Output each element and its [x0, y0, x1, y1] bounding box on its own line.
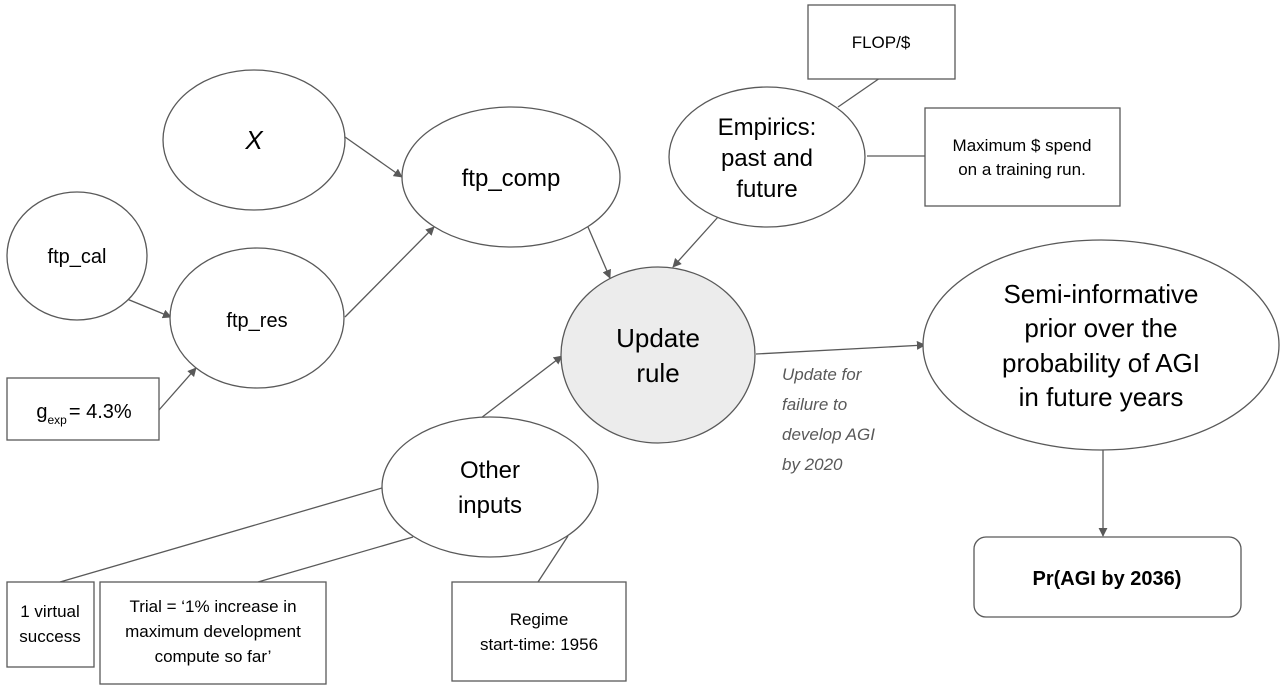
node-prior-label-line-3: probability of AGI — [1002, 348, 1200, 378]
node-other-inputs-label-line-2: inputs — [458, 492, 522, 519]
node-prior-label-line-4: in future years — [1019, 382, 1184, 412]
node-ftp-comp[interactable]: ftp_comp — [401, 106, 621, 248]
node-max-spend-label-line-2: on a training run. — [958, 160, 1086, 179]
edge-flop-to-empirics — [837, 77, 881, 108]
node-trial-label-line-1: Trial = ‘1% increase in — [129, 597, 296, 616]
g-exp-subscript: exp — [47, 413, 67, 427]
edge-ftp-res-to-ftp-comp — [344, 226, 435, 318]
node-empirics-label-line-1: Empirics: — [718, 114, 817, 141]
edge-regime-to-other-inputs — [537, 535, 569, 583]
g-exp-base: g — [36, 401, 47, 423]
edge-virtual-success-to-other-inputs — [59, 487, 383, 583]
node-update-rule[interactable]: Update rule — [560, 266, 756, 444]
node-ftp-cal[interactable]: ftp_cal — [6, 191, 148, 321]
node-other-inputs[interactable]: Other inputs — [381, 416, 599, 558]
node-empirics-label-line-2: past and — [721, 145, 813, 172]
node-prior-label-line-2: prior over the — [1024, 313, 1177, 343]
node-g-exp[interactable]: gexp= 4.3% — [6, 377, 160, 441]
edge-update-rule-to-prior — [755, 340, 926, 355]
edges — [59, 77, 1108, 583]
edge-empirics-to-update-rule — [672, 216, 719, 268]
annotation-line-1: Update for — [782, 365, 863, 384]
annotation-line-2: failure to — [782, 395, 847, 414]
node-max-spend[interactable]: Maximum $ spend on a training run. — [924, 107, 1121, 207]
edge-annotation-update-for-failure: Update for failure to develop AGI by 202… — [782, 365, 875, 474]
node-other-inputs-label-line-1: Other — [460, 457, 520, 484]
edge-trial-to-other-inputs — [257, 536, 414, 583]
node-ftp-comp-label: ftp_comp — [462, 165, 561, 192]
node-x[interactable]: X — [162, 69, 346, 211]
node-ftp-res[interactable]: ftp_res — [169, 247, 345, 389]
node-g-exp-label: gexp= 4.3% — [36, 401, 132, 427]
node-virtual-success-label-line-2: success — [19, 627, 80, 646]
node-max-spend-label-line-1: Maximum $ spend — [953, 136, 1092, 155]
node-regime-start[interactable]: Regime start-time: 1956 — [451, 581, 627, 682]
node-empirics-label-line-3: future — [736, 176, 797, 203]
node-flop-per-dollar[interactable]: FLOP/$ — [807, 4, 956, 80]
edge-ftp-comp-to-update-rule — [587, 226, 611, 279]
node-ftp-res-label: ftp_res — [226, 310, 287, 332]
node-trial-label-line-2: maximum development — [125, 622, 301, 641]
node-update-rule-label-line-1: Update — [616, 323, 700, 353]
annotation-line-3: develop AGI — [782, 425, 875, 444]
node-update-rule-label-line-2: rule — [636, 358, 679, 388]
node-virtual-success-label-line-1: 1 virtual — [20, 602, 80, 621]
node-pr-agi[interactable]: Pr(AGI by 2036) — [973, 536, 1242, 618]
node-trial-label-line-3: compute so far’ — [155, 647, 272, 666]
edge-g-exp-to-ftp-res — [158, 367, 197, 411]
node-regime-label-line-1: Regime — [510, 610, 569, 629]
edge-x-to-ftp-comp — [344, 136, 403, 178]
node-x-label: X — [244, 125, 264, 155]
edge-ftp-cal-to-ftp-res — [126, 298, 172, 319]
edge-other-inputs-to-update-rule — [480, 355, 563, 419]
node-prior-label-line-1: Semi-informative — [1003, 279, 1198, 309]
node-semi-informative-prior[interactable]: Semi-informative prior over the probabil… — [922, 239, 1280, 451]
node-trial-definition[interactable]: Trial = ‘1% increase in maximum developm… — [99, 581, 327, 685]
node-flop-per-dollar-label: FLOP/$ — [852, 33, 911, 52]
annotation-line-4: by 2020 — [782, 455, 843, 474]
node-virtual-success[interactable]: 1 virtual success — [6, 581, 95, 668]
node-regime-label-line-2: start-time: 1956 — [480, 635, 598, 654]
node-ftp-cal-label: ftp_cal — [48, 246, 107, 268]
node-pr-agi-label: Pr(AGI by 2036) — [1033, 568, 1182, 590]
node-empirics[interactable]: Empirics: past and future — [668, 86, 866, 228]
g-exp-value: = 4.3% — [69, 401, 132, 423]
